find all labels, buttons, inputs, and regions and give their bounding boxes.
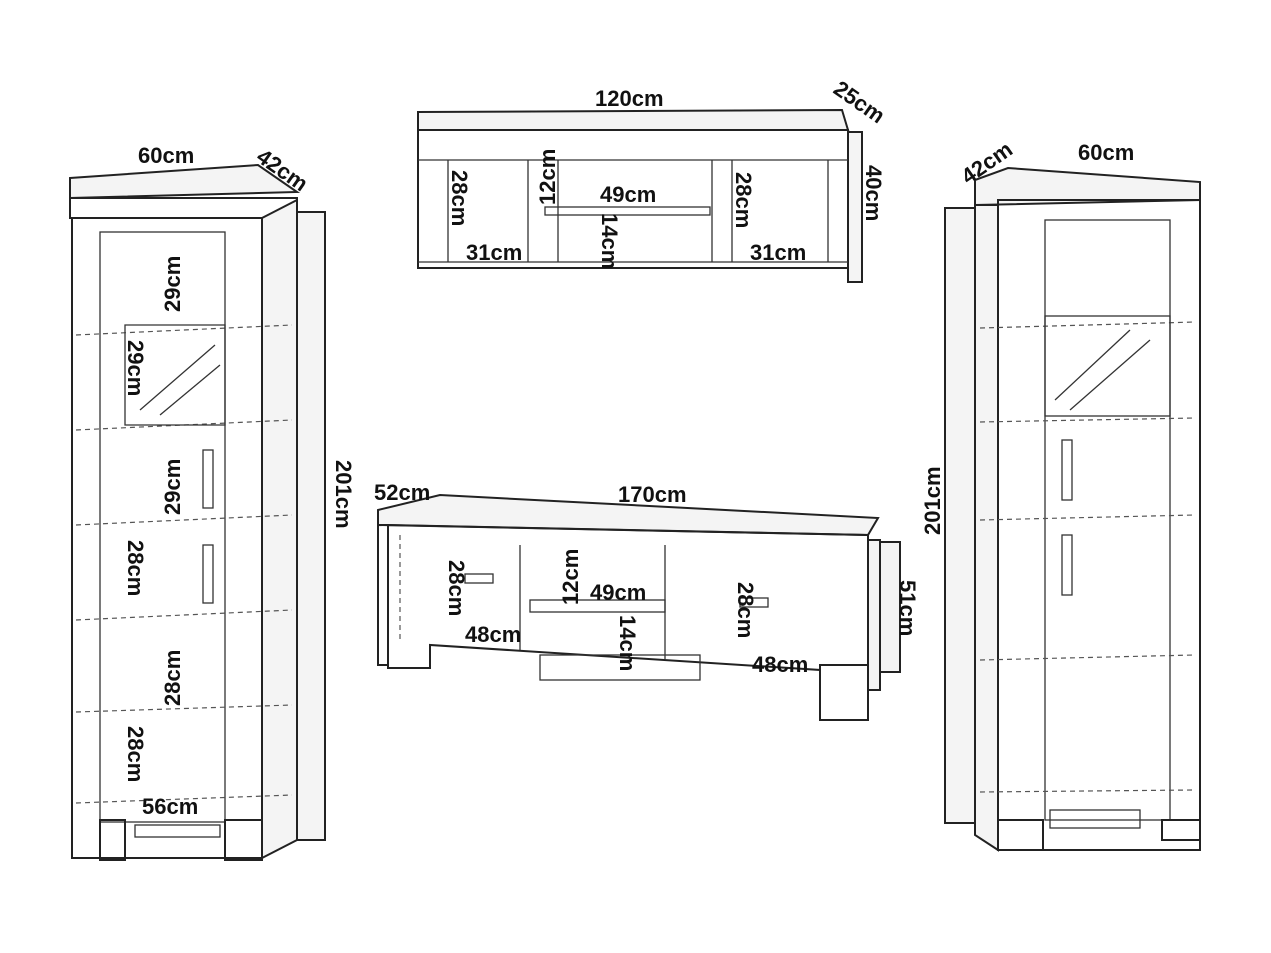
wall-shelf-right-height-label: 28cm	[731, 172, 756, 228]
wall-shelf-height-label: 40cm	[861, 165, 886, 221]
compartment-height-label: 28cm	[123, 540, 148, 596]
left-cabinet-width-label: 60cm	[138, 143, 194, 168]
tv-stand-center-width-label: 49cm	[590, 580, 646, 605]
tv-stand-right-width-label: 48cm	[752, 652, 808, 677]
tv-stand-bottom-center-height-label: 14cm	[615, 615, 640, 671]
wall-shelf-bottom-center-height-label: 14cm	[597, 213, 622, 269]
compartment-height-label: 28cm	[160, 650, 185, 706]
tv-stand-depth-label: 52cm	[374, 480, 430, 505]
right-cabinet	[944, 166, 1201, 852]
compartment-height-label: 29cm	[123, 340, 148, 396]
door-handle	[202, 449, 214, 509]
wall-shelf-center-width-label: 49cm	[600, 182, 656, 207]
door-handle	[1061, 439, 1073, 501]
glass-door	[124, 324, 226, 426]
drawer-handle	[464, 573, 494, 584]
door-handle	[1061, 534, 1073, 596]
right-cabinet-width-label: 60cm	[1078, 140, 1134, 165]
tv-stand-height-label: 51cm	[895, 580, 920, 636]
left-cabinet	[69, 163, 326, 861]
wall-shelf-top-center-height-label: 12cm	[535, 149, 560, 205]
wall-shelf-left-height-label: 28cm	[447, 170, 472, 226]
wall-shelf	[417, 108, 863, 283]
tv-stand-left-width-label: 48cm	[465, 622, 521, 647]
left-cabinet-top	[69, 163, 301, 200]
wall-shelf-right-width-label: 31cm	[750, 240, 806, 265]
wall-shelf-left-width-label: 31cm	[466, 240, 522, 265]
drawer-handle	[739, 597, 769, 608]
compartment-height-label: 29cm	[160, 256, 185, 312]
left-cabinet-height-label: 201cm	[331, 460, 356, 529]
tv-stand-left-height-label: 28cm	[444, 560, 469, 616]
inner-width-label: 56cm	[142, 794, 198, 819]
wall-shelf-width-label: 120cm	[595, 86, 664, 111]
door-handle	[202, 544, 214, 604]
tv-stand-top-center-height-label: 12cm	[558, 549, 583, 605]
tv-stand-right-height-label: 28cm	[733, 582, 758, 638]
compartment-height-label: 28cm	[123, 726, 148, 782]
tv-stand	[377, 493, 901, 721]
right-cabinet-height-label: 201cm	[920, 466, 945, 535]
tv-stand-width-label: 170cm	[618, 482, 687, 507]
glass-door	[1044, 315, 1171, 417]
compartment-height-label: 29cm	[160, 459, 185, 515]
